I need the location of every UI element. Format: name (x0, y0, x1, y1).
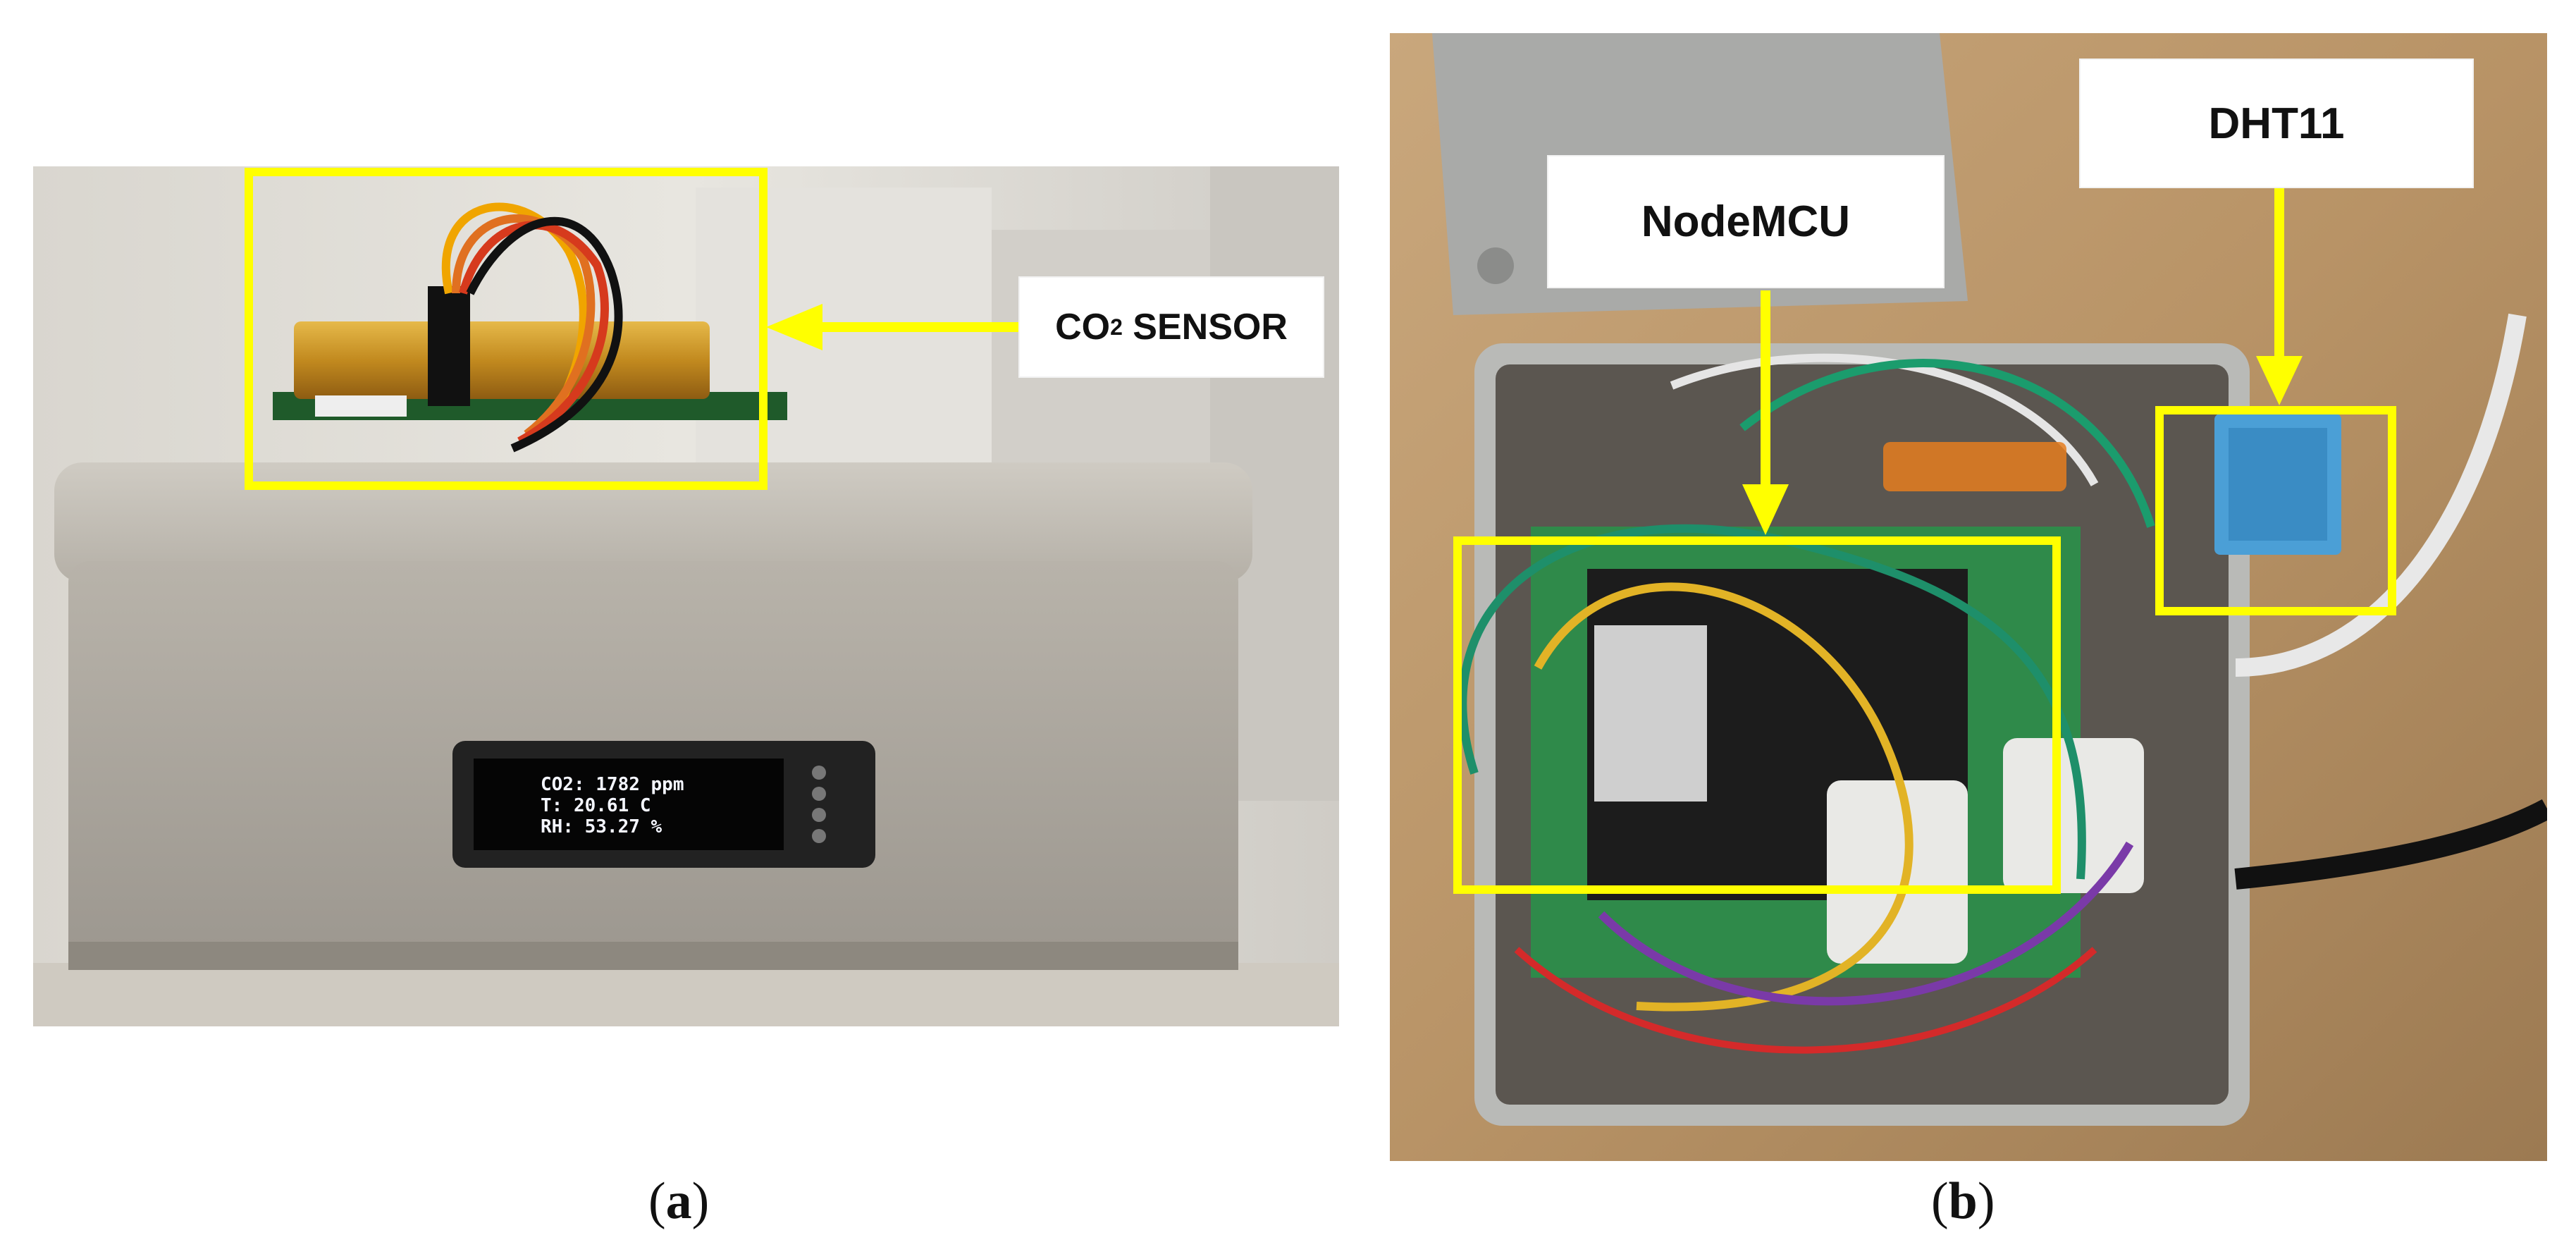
caption-b-letter: b (1948, 1172, 1978, 1230)
oled-line-2: T: 20.61 C (541, 795, 651, 816)
caption-a: (a) (648, 1172, 710, 1230)
caption-b: (b) (1931, 1172, 1995, 1230)
caption-a-letter: a (665, 1172, 692, 1230)
dht11-callout: DHT11 (2081, 60, 2472, 187)
nodemcu-callout: NodeMCU (1548, 156, 1943, 287)
co2-arrow-head (766, 304, 822, 350)
co2-callout-prefix: CO (1055, 307, 1111, 348)
nodemcu-highlight-box (1453, 536, 2061, 894)
co2-callout-subscript: 2 (1110, 314, 1123, 340)
photo-panel-b: NodeMCU DHT11 (1390, 33, 2547, 1161)
co2-callout-suffix: SENSOR (1122, 307, 1288, 348)
oled-line-1: CO2: 1782 ppm (541, 774, 684, 795)
dht11-highlight-box (2155, 406, 2396, 615)
dht11-arrow-head (2256, 356, 2303, 405)
nodemcu-arrow-head (1742, 484, 1789, 535)
co2-sensor-highlight-box (245, 168, 768, 490)
oled-line-3: RH: 53.27 % (541, 816, 663, 837)
